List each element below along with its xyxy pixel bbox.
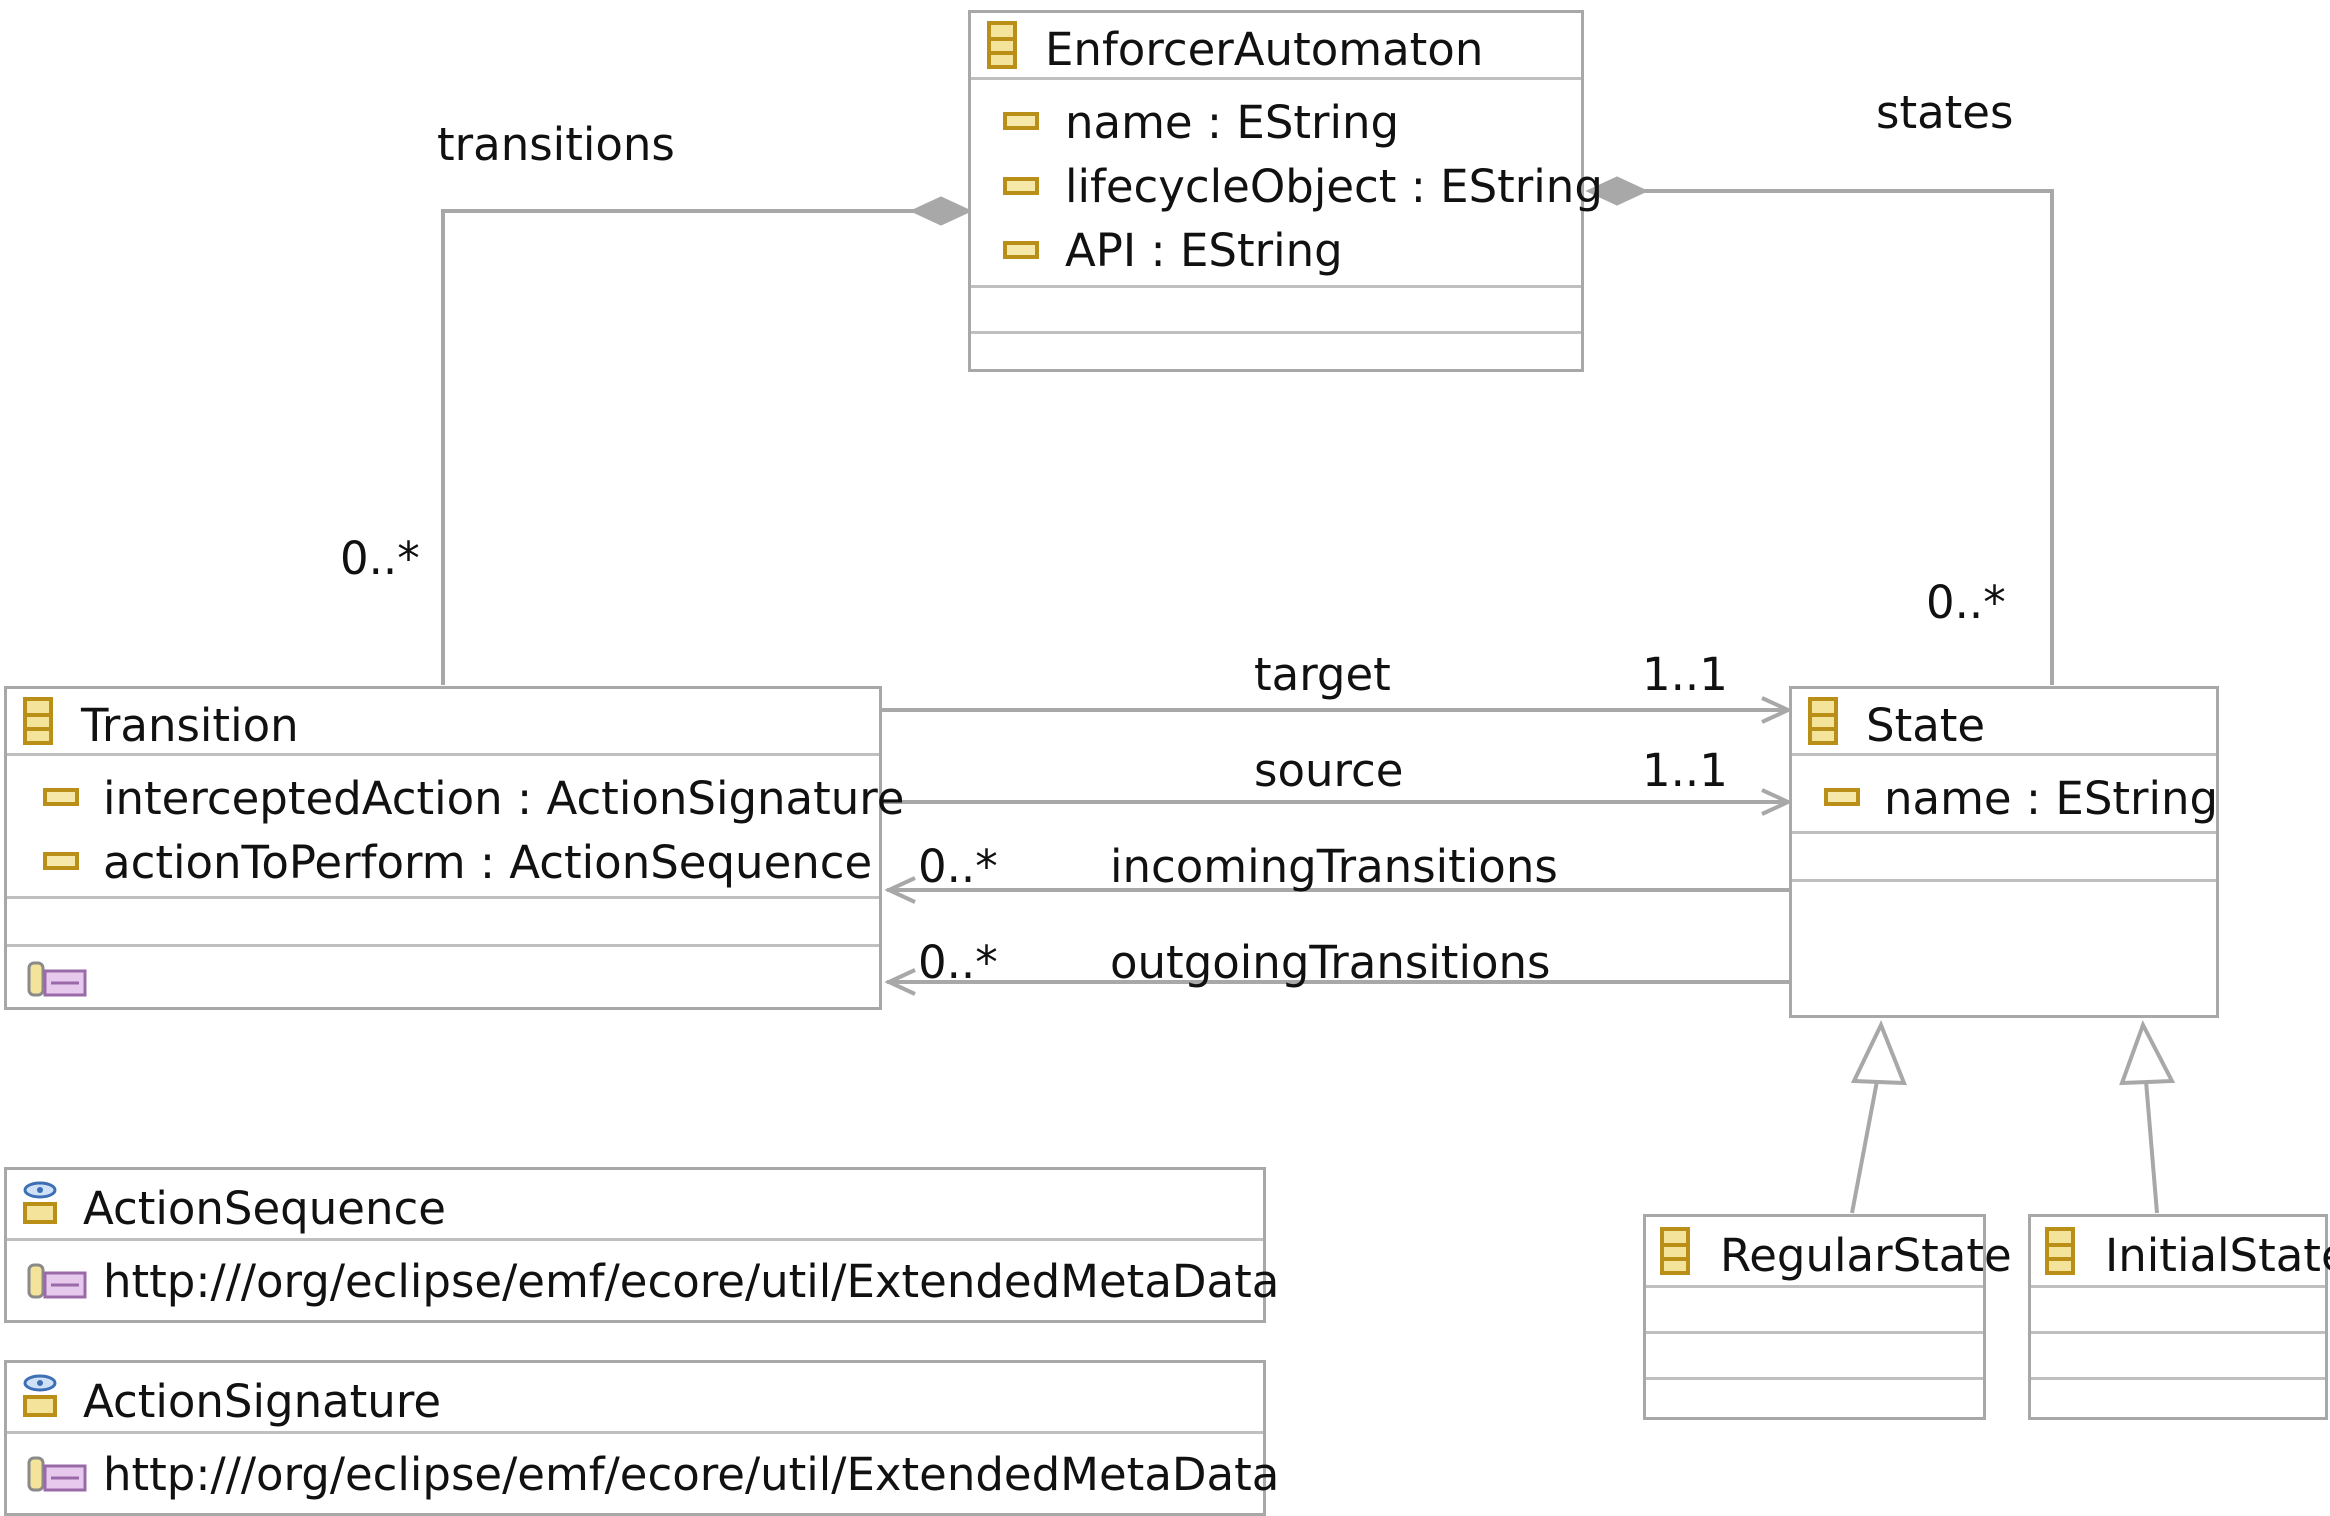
extra-section xyxy=(1646,1377,1983,1417)
eclass-icon xyxy=(2045,1227,2075,1275)
incoming-arrowhead xyxy=(884,876,916,904)
extra-section xyxy=(1792,879,2216,1015)
attributes-section: name : EString lifecycleObject : EString… xyxy=(971,77,1603,285)
eclass-icon xyxy=(23,697,53,745)
edatatype-icon xyxy=(21,1373,59,1419)
outgoing-multiplicity: 0..* xyxy=(918,936,998,989)
annotations-section: http:///org/eclipse/emf/ecore/util/Exten… xyxy=(7,1431,1279,1513)
attribute-row: interceptedAction : ActionSignature xyxy=(103,772,905,825)
incoming-role-label: incomingTransitions xyxy=(1110,840,1558,893)
extra-section xyxy=(971,331,1581,369)
annotation-source: http:///org/eclipse/emf/ecore/util/Exten… xyxy=(103,1448,1280,1501)
class-name: Transition xyxy=(81,699,299,752)
eclass-icon xyxy=(1808,697,1838,745)
state-class[interactable]: State name : EString xyxy=(1789,686,2219,1018)
eattribute-icon xyxy=(1003,112,1039,130)
states-role-label: states xyxy=(1876,86,2014,139)
annotation-icon xyxy=(27,1263,87,1299)
attributes-section xyxy=(1646,1285,1983,1331)
regularstate-generalization-line xyxy=(1850,1080,1879,1214)
initialstate-class[interactable]: InitialState xyxy=(2028,1214,2330,1420)
operations-section xyxy=(971,285,1581,331)
regularstate-generalization-arrow xyxy=(1850,1020,1907,1086)
extra-section xyxy=(2031,1377,2325,1417)
annotation-icon xyxy=(27,961,87,997)
datatype-name: ActionSequence xyxy=(83,1182,446,1235)
regularstate-header: RegularState xyxy=(1646,1217,2012,1285)
actionsignature-datatype[interactable]: ActionSignature http:///org/eclipse/emf/… xyxy=(4,1360,1279,1516)
initialstate-generalization-line xyxy=(2144,1080,2159,1214)
annotation-source: http:///org/eclipse/emf/ecore/util/Exten… xyxy=(103,1255,1280,1308)
attributes-section: name : EString xyxy=(1792,753,2219,831)
attribute-row: API : EString xyxy=(1065,224,1343,277)
eattribute-icon xyxy=(43,852,79,870)
source-arrowhead xyxy=(1761,788,1793,816)
incoming-multiplicity: 0..* xyxy=(918,840,998,893)
class-name: EnforcerAutomaton xyxy=(1045,23,1484,76)
source-multiplicity: 1..1 xyxy=(1642,744,1728,797)
enforcerautomaton-header: EnforcerAutomaton xyxy=(971,13,1581,77)
eclass-icon xyxy=(1660,1227,1690,1275)
class-name: RegularState xyxy=(1720,1229,2012,1282)
attribute-row: lifecycleObject : EString xyxy=(1065,160,1603,213)
annotation-icon xyxy=(27,1456,87,1492)
attributes-section xyxy=(2031,1285,2325,1331)
attribute-row: name : EString xyxy=(1884,772,2219,825)
operations-section xyxy=(1792,831,2216,879)
state-header: State xyxy=(1792,689,2216,753)
eattribute-icon xyxy=(43,788,79,806)
annotations-section xyxy=(7,944,879,1007)
transitions-association-line xyxy=(441,209,918,685)
initialstate-generalization-arrow xyxy=(2119,1020,2176,1086)
target-arrowhead xyxy=(1761,696,1793,724)
edatatype-icon xyxy=(21,1180,59,1226)
outgoing-role-label: outgoingTransitions xyxy=(1110,936,1551,989)
target-multiplicity: 1..1 xyxy=(1642,648,1728,701)
class-name: InitialState xyxy=(2105,1229,2330,1282)
attribute-row: actionToPerform : ActionSequence xyxy=(103,836,873,889)
regularstate-class[interactable]: RegularState xyxy=(1643,1214,2012,1420)
annotations-section: http:///org/eclipse/emf/ecore/util/Exten… xyxy=(7,1238,1279,1320)
operations-section xyxy=(1646,1331,1983,1377)
eattribute-icon xyxy=(1824,788,1860,806)
states-multiplicity: 0..* xyxy=(1926,576,2006,629)
initialstate-header: InitialState xyxy=(2031,1217,2330,1285)
enforcerautomaton-class[interactable]: EnforcerAutomaton name : EString lifecyc… xyxy=(968,10,1603,372)
eattribute-icon xyxy=(1003,177,1039,195)
outgoing-arrowhead xyxy=(884,968,916,996)
transitions-multiplicity: 0..* xyxy=(340,532,420,585)
source-role-label: source xyxy=(1254,744,1404,797)
transitions-role-label: transitions xyxy=(437,118,675,171)
transitions-composition-diamond xyxy=(909,196,973,226)
transition-header: Transition xyxy=(7,689,879,753)
attribute-row: name : EString xyxy=(1065,96,1400,149)
actionsequence-header: ActionSequence xyxy=(7,1170,1263,1238)
transition-class[interactable]: Transition interceptedAction : ActionSig… xyxy=(4,686,904,1010)
eclass-icon xyxy=(987,21,1017,69)
attributes-section: interceptedAction : ActionSignature acti… xyxy=(7,753,904,896)
target-role-label: target xyxy=(1254,648,1391,701)
actionsignature-header: ActionSignature xyxy=(7,1363,1263,1431)
datatype-name: ActionSignature xyxy=(83,1375,442,1428)
actionsequence-datatype[interactable]: ActionSequence http:///org/eclipse/emf/e… xyxy=(4,1167,1279,1323)
operations-section xyxy=(2031,1331,2325,1377)
operations-section xyxy=(7,896,879,944)
class-name: State xyxy=(1866,699,1986,752)
eattribute-icon xyxy=(1003,241,1039,259)
